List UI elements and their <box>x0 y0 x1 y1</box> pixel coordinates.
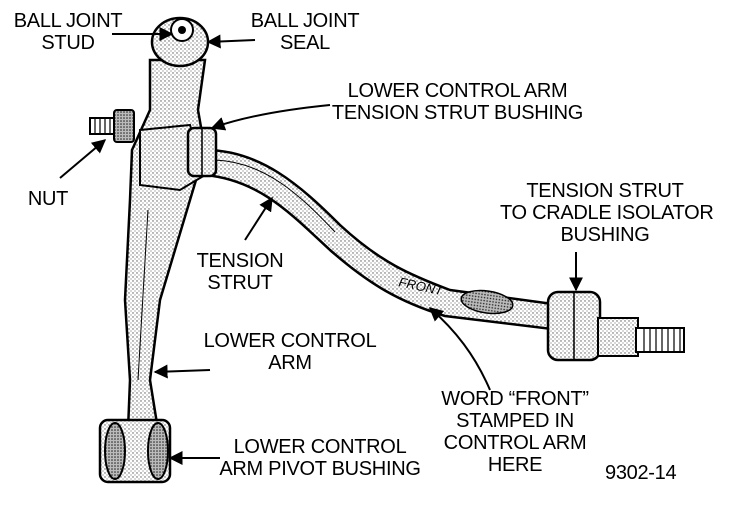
nut-thread <box>89 109 135 143</box>
cradle-isolator-bushing <box>546 290 685 362</box>
arrow-nut <box>59 139 107 179</box>
label-nut: NUT <box>27 188 69 210</box>
arrow-tension-strut-bushing <box>210 104 331 131</box>
arrow-ball-joint-seal <box>206 34 256 49</box>
arrow-front-stamp <box>428 307 491 391</box>
arrow-tension-strut <box>244 196 273 241</box>
tension-strut-bushing <box>186 126 218 178</box>
pivot-bushing <box>98 418 172 484</box>
arrow-lower-control-arm <box>153 364 211 379</box>
lower-control-arm <box>123 58 207 432</box>
figure-code: 9302-14 <box>605 462 677 484</box>
front-stamp-mark <box>460 289 514 315</box>
ball-joint <box>150 16 210 68</box>
